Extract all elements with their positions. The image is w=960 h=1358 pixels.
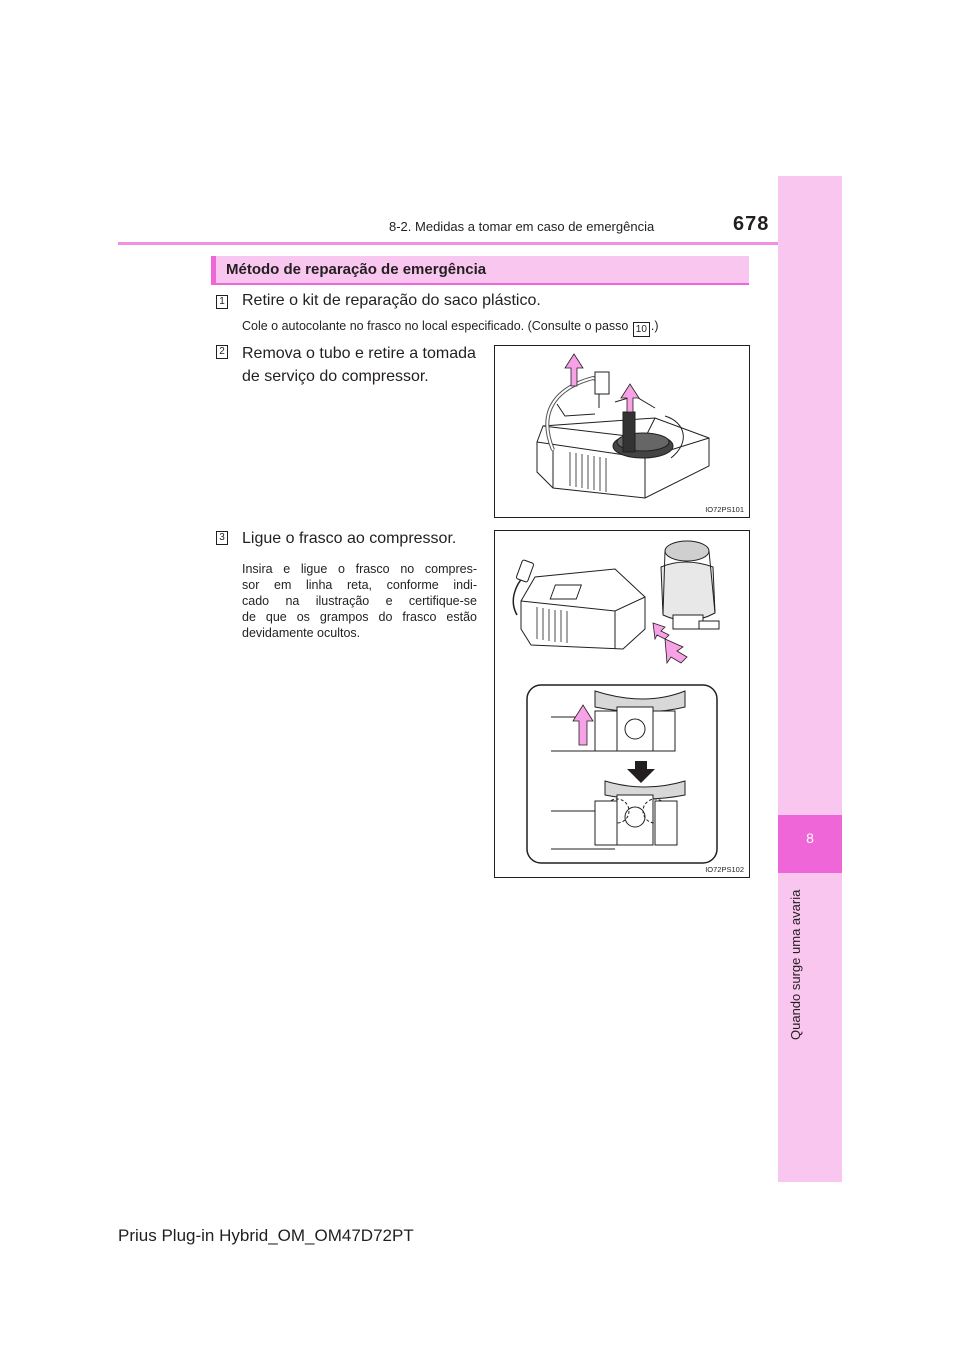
chapter-number-tab: [778, 815, 842, 873]
chapter-title: Quando surge uma avaria: [788, 889, 803, 1040]
section-heading: Método de reparação de emergência: [226, 261, 487, 278]
bottle-connection-illustration: [512, 540, 720, 864]
section-heading-bar: Método de reparação de emergência: [211, 256, 749, 283]
step-2-title: Remova o tubo e retire a tomada de servi…: [242, 342, 492, 388]
figure-remove-hose: IO72PS101: [494, 345, 750, 518]
figure-code-2: IO72PS102: [705, 865, 744, 874]
section-heading-rule: [211, 283, 749, 285]
running-header-section: 8-2. Medidas a tomar em caso de emergênc…: [389, 219, 655, 234]
footer-document-id: Prius Plug-in Hybrid_OM_OM47D72PT: [118, 1226, 414, 1245]
step-3-note-line-3: cado na ilustração e certifique-se: [242, 594, 477, 608]
step-3-title: Ligue o frasco ao compressor.: [242, 530, 457, 547]
step-3-note-line-1: Insira e ligue o frasco no compres-: [242, 562, 477, 576]
chapter-title-vertical: Quando surge uma avaria: [786, 880, 806, 1040]
compressor-illustration: [536, 353, 710, 499]
step-2-title-line-2: de serviço do compressor.: [242, 368, 429, 385]
step-number-2: 2: [216, 345, 228, 359]
page-number: 678: [733, 213, 770, 235]
chapter-number: 8: [806, 830, 814, 846]
step-3-note-line-5: devidamente ocultos.: [242, 626, 361, 640]
step-1-note-text: Cole o autocolante no frasco no local es…: [242, 319, 629, 333]
step-3-note-line-4: de que os grampos do frasco estão: [242, 610, 477, 624]
figure-code-1: IO72PS101: [705, 505, 744, 514]
step-1-title: Retire o kit de reparação do saco plásti…: [242, 292, 541, 309]
step-2-title-line-1: Remova o tubo e retire a tomada: [242, 345, 476, 362]
step-number-3: 3: [216, 531, 228, 545]
step-1-note-end: .): [650, 319, 659, 333]
step-number-1: 1: [216, 295, 228, 309]
step-reference-10: 10: [632, 322, 650, 337]
header-rule: [118, 242, 778, 245]
step-3-note-line-2: sor em linha reta, conforme indi-: [242, 578, 477, 592]
step-3-note: Insira e ligue o frasco no compres- sor …: [242, 561, 477, 641]
figure-connect-bottle: IO72PS102: [494, 530, 750, 878]
side-chapter-tab: [778, 176, 842, 1182]
step-1-note: Cole o autocolante no frasco no local es…: [242, 318, 659, 337]
